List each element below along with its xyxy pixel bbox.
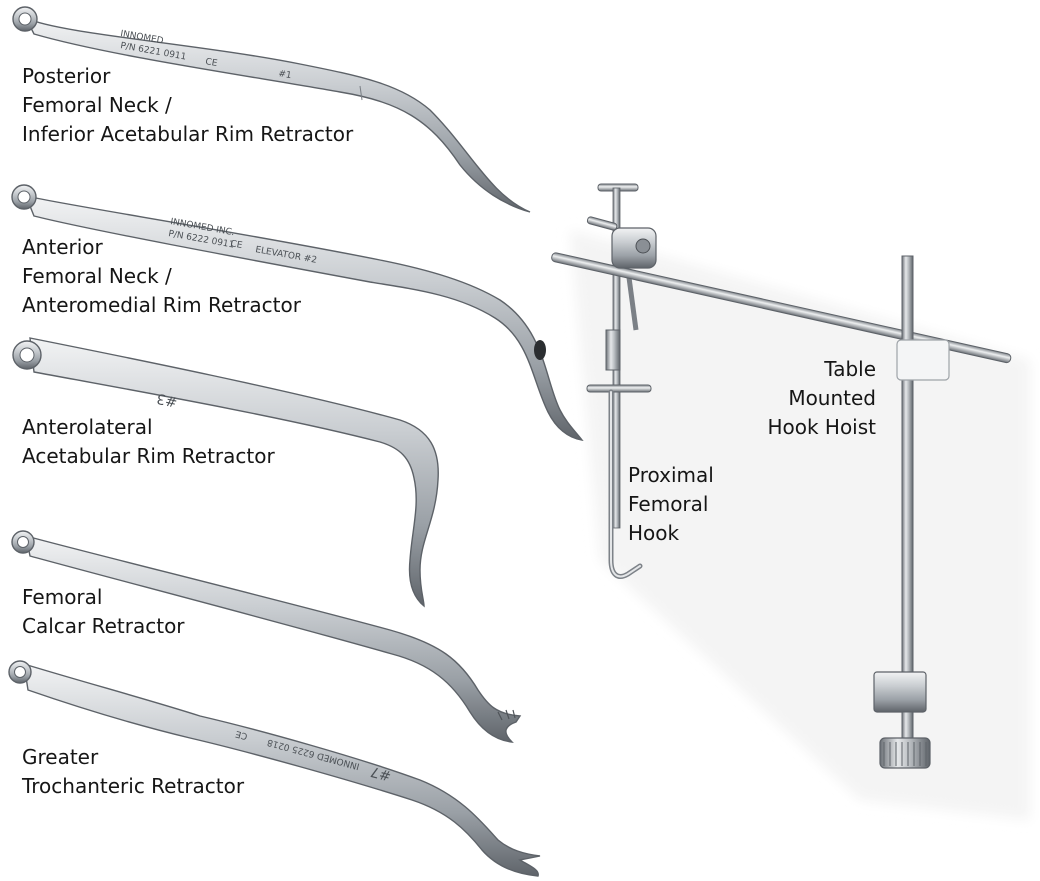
label-posterior: Posterior Femoral Neck / Inferior Acetab… bbox=[22, 62, 353, 149]
label-posterior-line3: Inferior Acetabular Rim Retractor bbox=[22, 122, 354, 146]
label-hook-line2: Femoral bbox=[628, 492, 709, 516]
label-hook-line1: Proximal bbox=[628, 463, 714, 487]
label-hoist-line2: Mounted bbox=[788, 386, 876, 410]
label-hoist-line3: Hook Hoist bbox=[767, 415, 876, 439]
retractor-trochanteric bbox=[8, 660, 541, 877]
label-trochanteric-line1: Greater bbox=[22, 745, 99, 769]
label-anterior-line3: Anteromedial Rim Retractor bbox=[22, 293, 301, 317]
engraving-r1-ce: CE bbox=[204, 57, 218, 69]
table-mounted-hook-hoist bbox=[551, 227, 1012, 769]
label-calcar-line1: Femoral bbox=[22, 585, 103, 609]
label-hoist: Table Mounted Hook Hoist bbox=[767, 355, 876, 442]
engraving-r3-number: #3 bbox=[155, 390, 179, 410]
label-hoist-line1: Table bbox=[824, 357, 876, 381]
label-anterolateral-line2: Acetabular Rim Retractor bbox=[22, 444, 275, 468]
label-anterior: Anterior Femoral Neck / Anteromedial Rim… bbox=[22, 233, 301, 320]
engraving-r2-ce: CE bbox=[229, 239, 243, 251]
label-calcar: Femoral Calcar Retractor bbox=[22, 583, 185, 641]
engraving-r1-number: #1 bbox=[277, 69, 292, 81]
proximal-femoral-hook bbox=[586, 183, 652, 579]
engraving-r7-number: #7 bbox=[369, 763, 393, 784]
label-hook: Proximal Femoral Hook bbox=[628, 461, 714, 548]
retractor-posterior bbox=[12, 6, 531, 213]
engraving-r7-ce: CE bbox=[234, 728, 248, 741]
label-anterior-line1: Anterior bbox=[22, 235, 103, 259]
label-trochanteric: Greater Trochanteric Retractor bbox=[22, 743, 244, 801]
retractor-anterolateral bbox=[12, 337, 439, 608]
retractor-anterior bbox=[11, 184, 584, 441]
label-posterior-line1: Posterior bbox=[22, 64, 111, 88]
label-anterior-line2: Femoral Neck / bbox=[22, 264, 172, 288]
label-calcar-line2: Calcar Retractor bbox=[22, 614, 185, 638]
label-anterolateral-line1: Anterolateral bbox=[22, 415, 153, 439]
label-anterolateral: Anterolateral Acetabular Rim Retractor bbox=[22, 413, 275, 471]
label-hook-line3: Hook bbox=[628, 521, 680, 545]
label-posterior-line2: Femoral Neck / bbox=[22, 93, 172, 117]
retractor-calcar bbox=[11, 530, 522, 743]
label-trochanteric-line2: Trochanteric Retractor bbox=[22, 774, 245, 798]
